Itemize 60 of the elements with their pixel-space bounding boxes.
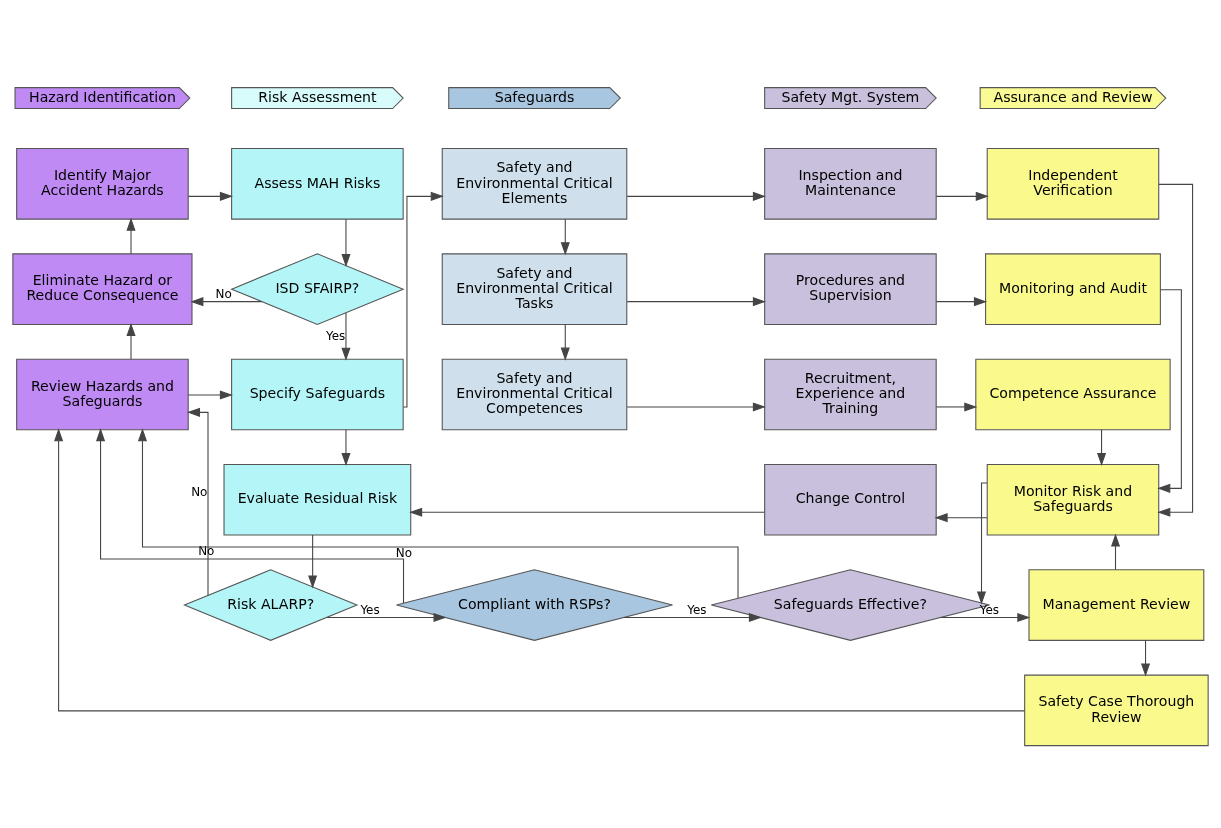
arrow: [187, 407, 209, 596]
arrow: [308, 534, 318, 589]
node-box: Procedures and Supervision: [764, 253, 937, 325]
arrow: [126, 322, 136, 360]
arrow: [341, 429, 351, 466]
arrow: [623, 613, 762, 623]
node-diamond: Risk ALARP?: [183, 569, 359, 641]
node-box: Recruitment, Experience and Training: [764, 358, 937, 431]
arrow: [1157, 183, 1194, 517]
node-box: Review Hazards and Safeguards: [16, 358, 189, 431]
node-box: Management Review: [1028, 569, 1205, 641]
edge-label: No: [198, 544, 215, 559]
node-box: Monitoring and Audit: [985, 253, 1161, 325]
node-box: Safety and Environmental Critical Elements: [441, 148, 628, 220]
arrow: [137, 428, 739, 599]
node-box: Change Control: [764, 463, 937, 536]
edge-label: Yes: [360, 603, 380, 618]
node-box: Eliminate Hazard or Reduce Consequence: [12, 253, 193, 325]
arrow: [626, 191, 766, 201]
arrow: [935, 297, 987, 307]
edge-label: No: [215, 287, 232, 302]
node-box: Independent Verification: [986, 148, 1160, 220]
arrow: [560, 218, 570, 256]
arrow: [934, 513, 988, 523]
arrow: [1110, 533, 1121, 571]
arrow: [190, 297, 263, 307]
edge-label: Yes: [687, 603, 707, 618]
edge-label: No: [395, 545, 413, 560]
node-box: Safety Case Thorough Review: [1024, 674, 1209, 747]
arrow: [939, 613, 1031, 623]
node-box: Specify Safeguards: [231, 358, 404, 431]
arrow: [935, 191, 989, 201]
arrow: [1157, 289, 1182, 493]
arrow: [560, 323, 570, 361]
arrow: [341, 312, 351, 361]
node-box: Assess MAH Risks: [231, 148, 404, 220]
arrow: [1140, 639, 1151, 677]
edge-label: Yes: [326, 329, 346, 344]
arrow: [1097, 429, 1107, 466]
node-box: Inspection and Maintenance: [764, 148, 937, 220]
node-diamond: Compliant with RSPs?: [395, 569, 674, 641]
arrow: [626, 402, 766, 412]
node-box: Competence Assurance: [975, 358, 1171, 431]
node-box: Safety and Environmental Critical Competences: [441, 358, 628, 431]
arrow: [96, 428, 405, 604]
arrow: [187, 390, 233, 400]
node-box: Safety and Environmental Critical Tasks: [441, 253, 628, 325]
arrow: [341, 218, 351, 267]
arrow: [326, 613, 447, 623]
arrow: [126, 217, 136, 255]
arrow: [54, 428, 1025, 712]
arrow: [626, 297, 766, 307]
arrow: [187, 191, 233, 201]
arrow: [935, 402, 978, 412]
node-box: Monitor Risk and Safeguards: [986, 463, 1160, 536]
arrow: [403, 191, 444, 408]
edge-label: No: [191, 485, 208, 500]
arrow: [409, 507, 766, 517]
node-box: Evaluate Residual Risk: [223, 463, 412, 536]
node-box: Identify Major Accident Hazards: [16, 148, 189, 220]
